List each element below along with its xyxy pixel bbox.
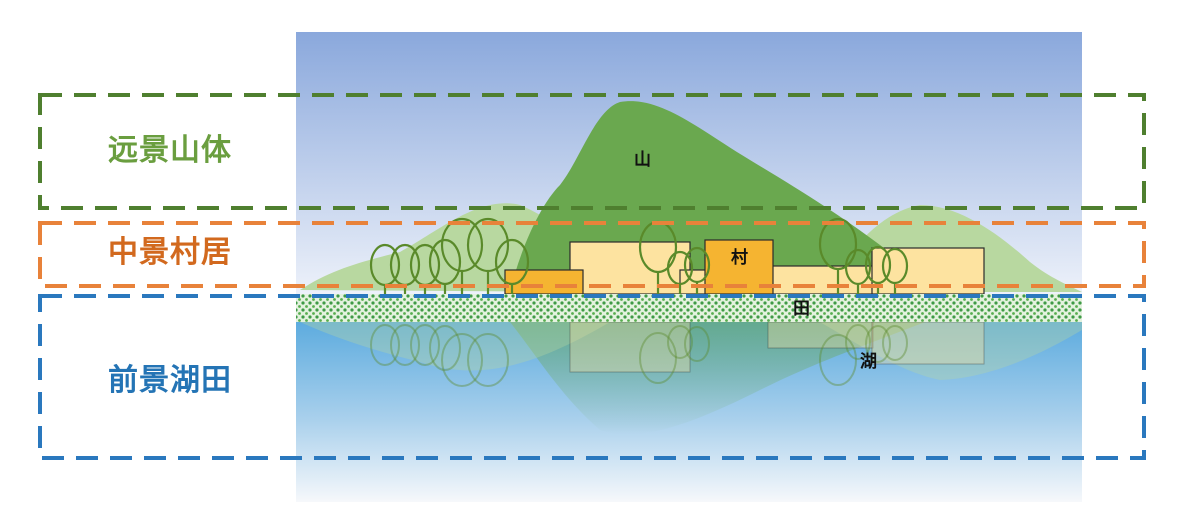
far-zone-frame	[38, 93, 1146, 210]
mid-zone-label: 中景村居	[108, 235, 232, 270]
far-zone-label: 远景山体	[108, 133, 232, 168]
village-marker: 村	[731, 248, 748, 268]
field-strip	[296, 294, 1082, 322]
house	[767, 265, 874, 295]
hill-reflection	[820, 322, 1082, 380]
tree-reflections	[370, 324, 908, 387]
fore-zone-frame	[38, 294, 1146, 460]
mountain-marker: 山	[634, 150, 651, 170]
house-reflection	[871, 321, 985, 365]
field-marker: 田	[793, 299, 810, 319]
fore-zone-label: 前景湖田	[108, 363, 232, 398]
mountain-reflection	[510, 322, 925, 435]
landscape-picture	[296, 32, 1082, 502]
lake-marker: 湖	[860, 352, 877, 372]
mid-zone-frame	[38, 221, 1146, 288]
hill-reflection	[300, 322, 610, 371]
house-reflection	[569, 321, 691, 373]
house-reflection	[767, 321, 874, 349]
